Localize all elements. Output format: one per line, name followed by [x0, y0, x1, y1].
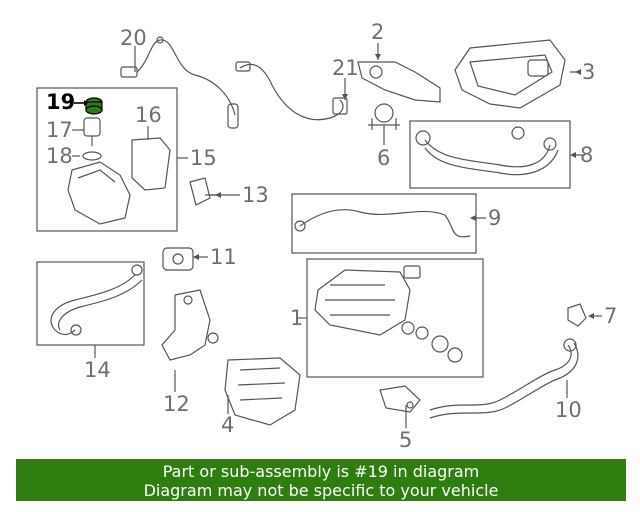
callout-11: 11	[210, 245, 237, 269]
group-box-9	[291, 193, 477, 254]
callout-5: 5	[399, 428, 413, 452]
callout-12: 12	[163, 392, 190, 416]
banner-line-1: Part or sub-assembly is #19 in diagram	[162, 462, 480, 481]
info-banner: Part or sub-assembly is #19 in diagram D…	[16, 459, 626, 501]
callout-1: 1	[290, 306, 304, 330]
callout-10: 10	[555, 398, 582, 422]
parts-diagram	[36, 36, 602, 428]
callout-19: 19	[46, 90, 76, 114]
callout-14: 14	[84, 358, 111, 382]
group-box-8	[409, 120, 571, 189]
callout-15: 15	[190, 146, 217, 170]
group-box-14	[36, 261, 145, 346]
callout-9: 9	[488, 206, 502, 230]
callout-8: 8	[580, 143, 594, 167]
group-box-1	[306, 258, 484, 378]
part-19-highlight	[74, 97, 103, 115]
callout-7: 7	[604, 304, 618, 328]
callout-17: 17	[46, 118, 73, 142]
callout-2: 2	[371, 20, 385, 44]
group-box-15	[36, 87, 178, 232]
callout-13: 13	[242, 183, 269, 207]
callout-18: 18	[46, 144, 73, 168]
callout-21: 21	[332, 56, 359, 80]
callout-3: 3	[582, 60, 596, 84]
callout-4: 4	[221, 413, 235, 437]
callout-20: 20	[120, 26, 147, 50]
callout-16: 16	[135, 103, 162, 127]
callout-6: 6	[377, 146, 391, 170]
banner-line-2: Diagram may not be specific to your vehi…	[143, 481, 499, 500]
